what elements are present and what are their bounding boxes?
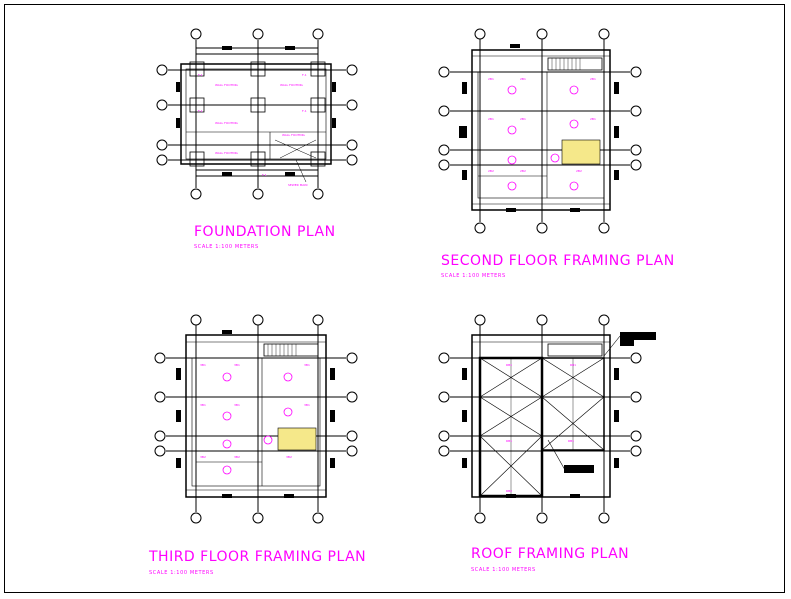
svg-text:WALL FOOTING: WALL FOOTING (215, 151, 239, 155)
svg-text:2B1: 2B1 (590, 77, 596, 81)
svg-text:RB1: RB1 (568, 439, 574, 443)
svg-text:F-1: F-1 (198, 109, 203, 113)
third-floor-plan-scale: SCALE 1:100 METERS (149, 570, 214, 576)
foundation-plan-grid-bubbles (156, 28, 358, 200)
svg-text:F-1: F-1 (198, 73, 203, 77)
svg-text:WALL FOOTING: WALL FOOTING (215, 121, 239, 125)
second-floor-plan-title: SECOND FLOOR FRAMING PLAN (441, 253, 675, 269)
svg-text:3B1: 3B1 (200, 403, 206, 407)
foundation-plan-title: FOUNDATION PLAN (194, 224, 336, 240)
second-floor-stair-hatch (561, 139, 601, 165)
roof-plan-scale: SCALE 1:100 METERS (471, 567, 536, 573)
third-floor-labels: 3B1 3B1 3B1 3B1 3B1 3B1 3B2 3B2 3B2 (200, 363, 310, 459)
second-floor-labels: 2B1 2B1 2B1 2B1 2B1 2B1 2B2 2B2 2B2 (488, 77, 596, 173)
svg-text:2B1: 2B1 (488, 77, 494, 81)
svg-text:SEWER MAIN: SEWER MAIN (288, 183, 307, 187)
third-floor-stair-hatch (277, 427, 317, 451)
svg-text:3B2: 3B2 (200, 455, 206, 459)
svg-text:F-1: F-1 (302, 109, 307, 113)
second-floor-wall-marks (459, 44, 619, 212)
svg-text:3B2: 3B2 (286, 455, 292, 459)
roof-plan-drawing (450, 320, 630, 512)
second-floor-plan-scale: SCALE 1:100 METERS (441, 273, 506, 279)
svg-text:RB1: RB1 (570, 363, 576, 367)
foundation-plan-drawing (168, 40, 346, 188)
roof-plan-title: ROOF FRAMING PLAN (471, 546, 630, 562)
third-floor-column-dots (222, 372, 293, 475)
svg-text:3B1: 3B1 (304, 363, 310, 367)
svg-text:2B2: 2B2 (488, 169, 494, 173)
svg-text:F-1: F-1 (262, 173, 267, 177)
svg-text:2B2: 2B2 (576, 169, 582, 173)
svg-text:2B2: 2B2 (520, 169, 526, 173)
second-floor-column-dots (507, 85, 579, 191)
svg-text:WALL FOOTING: WALL FOOTING (215, 83, 239, 87)
foundation-plan-scale: SCALE 1:100 METERS (194, 244, 259, 250)
svg-text:3B1: 3B1 (200, 363, 206, 367)
svg-text:RB1: RB1 (506, 439, 512, 443)
svg-text:RB1: RB1 (506, 363, 512, 367)
svg-text:2B1: 2B1 (520, 77, 526, 81)
svg-text:WALL FOOTING: WALL FOOTING (280, 83, 304, 87)
second-floor-grid-bubbles (438, 28, 642, 234)
svg-text:3B1: 3B1 (234, 363, 240, 367)
foundation-plan-wall-marks (176, 46, 336, 176)
third-floor-grid-bubbles (154, 314, 358, 524)
svg-text:RB2: RB2 (506, 489, 512, 493)
svg-text:2B1: 2B1 (488, 117, 494, 121)
svg-text:F-1: F-1 (302, 73, 307, 77)
svg-text:3B1: 3B1 (234, 403, 240, 407)
svg-text:2B1: 2B1 (520, 117, 526, 121)
third-floor-plan-drawing (166, 320, 346, 512)
roof-plan-marks (462, 332, 656, 498)
svg-text:3B1: 3B1 (304, 403, 310, 407)
svg-text:WALL FOOTING: WALL FOOTING (282, 133, 306, 137)
foundation-plan-labels: WALL FOOTING WALL FOOTING WALL FOOTING WAL… (198, 73, 307, 187)
third-floor-plan-title: THIRD FLOOR FRAMING PLAN (149, 549, 367, 565)
third-floor-wall-marks (176, 330, 335, 498)
svg-text:3B2: 3B2 (234, 455, 240, 459)
svg-text:2B1: 2B1 (590, 117, 596, 121)
second-floor-plan-drawing (450, 34, 630, 222)
roof-plan-grid-bubbles (438, 314, 642, 524)
